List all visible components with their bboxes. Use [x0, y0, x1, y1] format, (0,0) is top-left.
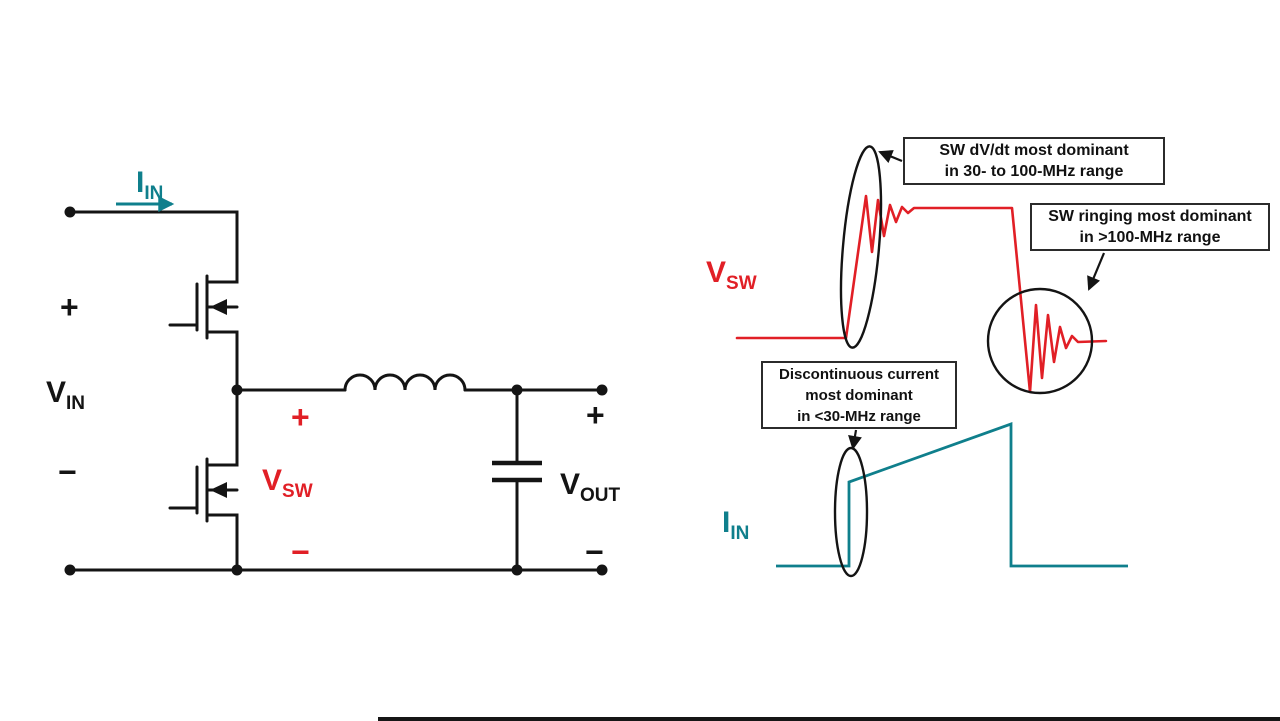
mosfet-hs-source-lead [205, 330, 239, 392]
node-switch [231, 384, 243, 396]
callout-dvdt-line2: in 30- to 100-MHz range [944, 163, 1124, 180]
dvdt-callout-arrow [878, 150, 903, 164]
highlight-circle-ringing [986, 287, 1094, 395]
wire-input-top [68, 210, 239, 284]
inductor [343, 373, 467, 392]
schematic-buck-converter: IIN + VIN − + VSW − + VOUT − [46, 166, 621, 576]
callout-dvdt: SW dV/dt most dominant in 30- to 100-MHz… [903, 137, 1165, 185]
discontinuous-callout-arrow [848, 429, 862, 450]
mosfet-ls-drain-lead [205, 388, 239, 467]
vout-minus-sign: − [585, 534, 604, 570]
iin-waveform [776, 422, 1128, 568]
node-cap-top [511, 384, 523, 396]
vout-plus-sign: + [586, 397, 605, 433]
callout-ringing-line1: SW ringing most dominant [1048, 208, 1252, 225]
callout-dvdt-line1: SW dV/dt most dominant [939, 142, 1129, 159]
mosfet-high-side [168, 274, 239, 392]
iin-current-label: IIN [136, 166, 163, 204]
vsw-minus-sign: − [291, 534, 310, 570]
vin-plus-sign: + [60, 289, 79, 325]
node-output-minus [596, 564, 608, 576]
vsw-plus-sign: + [291, 399, 310, 435]
node-cap-bottom [511, 564, 523, 576]
node-input-plus [64, 206, 76, 218]
callout-discontinuous: Discontinuous current most dominant in <… [761, 361, 957, 429]
vout-label: VOUT [560, 468, 621, 506]
highlight-ellipse-discontinuous [833, 446, 869, 578]
output-capacitor [492, 388, 542, 572]
iin-waveform-label: IIN [722, 506, 749, 544]
mosfet-ls-arrow [210, 482, 227, 498]
vin-label: VIN [46, 376, 85, 414]
vsw-label: VSW [262, 464, 313, 502]
callout-ringing: SW ringing most dominant in >100-MHz ran… [1030, 203, 1270, 251]
callout-discontinuous-line1: Discontinuous current [778, 365, 939, 383]
node-output-plus [596, 384, 608, 396]
ringing-callout-arrow [1087, 252, 1106, 291]
callout-discontinuous-line3: in <30-MHz range [797, 407, 921, 425]
bottom-edge-artifact [378, 717, 1280, 721]
waveform-panel: VSW IIN [706, 145, 1128, 578]
mosfet-hs-arrow [210, 299, 227, 315]
vin-minus-sign: − [58, 454, 77, 490]
mosfet-ls-source-lead [205, 513, 239, 572]
vsw-waveform [735, 194, 1108, 394]
vsw-waveform-label: VSW [706, 256, 757, 294]
mosfet-low-side [168, 388, 239, 572]
highlight-ellipse-dvdt [839, 145, 883, 349]
callout-ringing-line2: in >100-MHz range [1079, 229, 1221, 246]
callout-discontinuous-line2: most dominant [805, 386, 913, 404]
node-input-minus [64, 564, 76, 576]
node-ls-source [231, 564, 243, 576]
